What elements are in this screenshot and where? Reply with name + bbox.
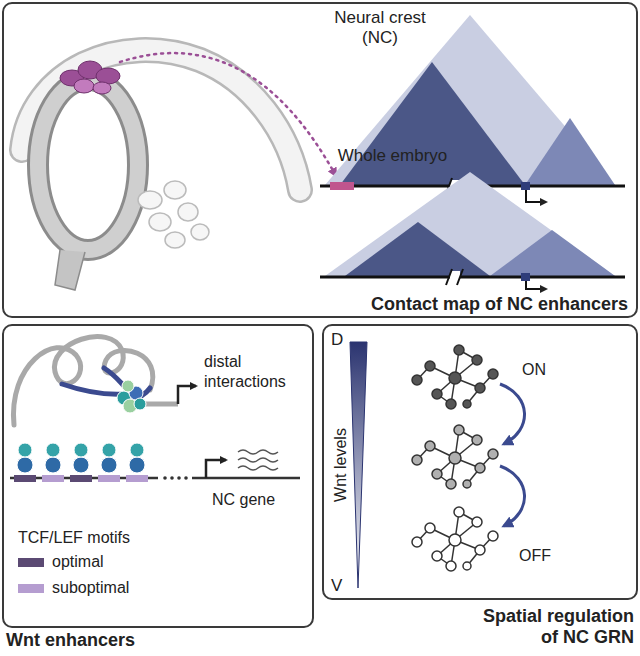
legend-text: optimal bbox=[52, 552, 104, 572]
panel-heading: Spatial regulation of NC GRN bbox=[464, 606, 634, 648]
state-label: ON bbox=[522, 360, 546, 380]
axis-end: D bbox=[331, 330, 343, 350]
axis-label: Wnt levels bbox=[331, 428, 351, 502]
annotation: distal interactions bbox=[204, 352, 310, 392]
legend-title: TCF/LEF motifs bbox=[18, 528, 130, 548]
panel-frame bbox=[322, 324, 638, 600]
axis-end: V bbox=[331, 576, 342, 596]
panel-frame bbox=[2, 2, 638, 318]
legend-swatch bbox=[18, 558, 44, 567]
panel-frame bbox=[2, 324, 314, 628]
legend-item: optimal bbox=[18, 552, 104, 572]
map-label: Whole embryo bbox=[330, 146, 455, 166]
panel: Spatial regulation of NC GRN bbox=[320, 322, 640, 656]
panel: Wnt enhancers bbox=[0, 322, 318, 656]
legend-item: suboptimal bbox=[18, 578, 129, 598]
map-label: Neural crest (NC) bbox=[325, 8, 435, 48]
panel-heading: Wnt enhancers bbox=[6, 630, 135, 651]
panel: Contact map of NC enhancers bbox=[0, 0, 640, 320]
state-label: OFF bbox=[519, 546, 551, 566]
gene-label: NC gene bbox=[212, 490, 275, 510]
panel-heading: Contact map of NC enhancers bbox=[371, 294, 628, 315]
legend-swatch bbox=[18, 584, 44, 593]
legend-text: suboptimal bbox=[52, 578, 129, 598]
